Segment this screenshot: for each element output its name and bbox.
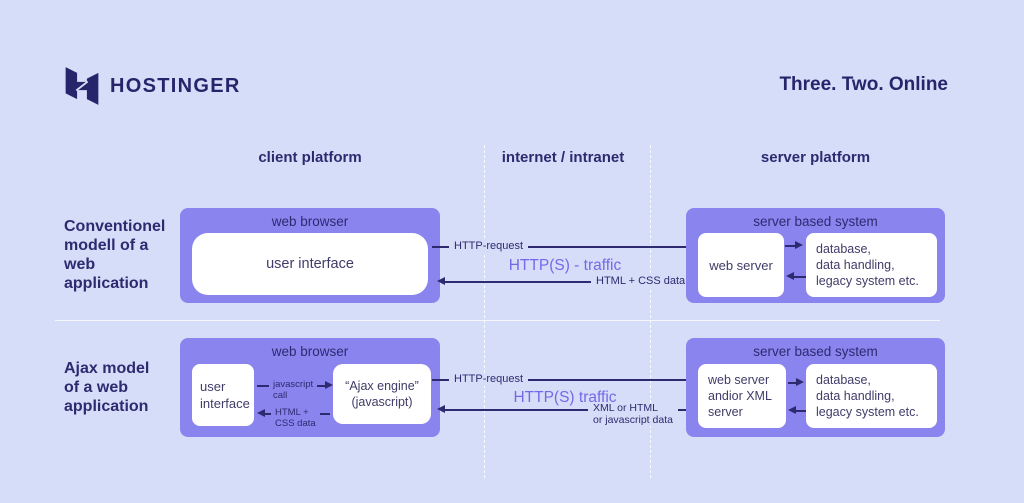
row2-http-request-arrow-line: [432, 379, 690, 381]
ajax-line: (javascript): [351, 395, 413, 409]
row1-label: Conventionel modell of a web application: [64, 217, 165, 293]
row1-server-right-arrowhead-icon: [795, 241, 803, 249]
database-line: database,: [816, 242, 871, 256]
database-line: data handling,: [816, 258, 895, 272]
row2-user-interface-box: user interface: [192, 364, 254, 426]
server-line: andior XML: [708, 389, 772, 403]
hostinger-logo-mark-icon: [65, 67, 99, 105]
logo-wordmark: HOSTINGER: [110, 74, 241, 97]
label-line: application: [64, 398, 149, 415]
row2-js-call-arrowhead-icon: [325, 381, 333, 389]
row2-response-label: XML or HTML or javascript data: [588, 402, 678, 426]
row1-response-label: HTML + CSS data: [591, 275, 691, 288]
row1-user-interface-box: user interface: [192, 233, 428, 295]
brand-tagline: Three. Two. Online: [779, 74, 948, 95]
label-line: Conventionel: [64, 218, 166, 235]
js-call-line: javascript: [273, 379, 314, 390]
row1-http-request-arrow-line: [432, 246, 690, 248]
panel-title: web browser: [271, 344, 349, 359]
row1-web-server-box: web server: [698, 233, 784, 297]
panel-title: web browser: [271, 214, 349, 229]
database-line: database,: [816, 373, 871, 387]
column-header-server: server platform: [760, 149, 871, 166]
row-divider: [55, 320, 940, 321]
row2-database-box: database, data handling, legacy system e…: [806, 364, 937, 428]
database-line: legacy system etc.: [816, 405, 919, 419]
database-line: legacy system etc.: [816, 274, 919, 288]
row2-server-right-arrowhead-icon: [796, 378, 804, 386]
ui-line: user: [200, 379, 226, 394]
row1-http-request-label: HTTP-request: [449, 240, 529, 253]
htmlcss-line: HTML +: [275, 407, 309, 418]
row1-server-system-panel: server based system web server database,…: [686, 208, 945, 303]
row2-server-return-arrow-line: [795, 410, 806, 412]
column-divider-right: [650, 145, 651, 478]
row2-ajax-engine-box: “Ajax engine” (javascript): [333, 364, 431, 424]
row1-server-return-arrow-line: [793, 276, 806, 278]
row1-database-box: database, data handling, legacy system e…: [806, 233, 937, 297]
row1-server-left-arrowhead-icon: [786, 272, 794, 280]
column-divider-left: [484, 145, 485, 478]
label-line: modell of a: [64, 237, 149, 254]
label-line: Ajax model: [64, 360, 150, 377]
label-line: application: [64, 275, 149, 292]
ui-line: interface: [200, 396, 250, 411]
column-header-internet: internet / intranet: [501, 149, 625, 166]
js-call-line: call: [273, 389, 288, 401]
row2-response-arrow-line: [444, 409, 698, 411]
column-header-client: client platform: [258, 149, 362, 166]
row2-https-traffic-label: HTTP(S) traffic: [513, 389, 617, 406]
label-line: of a web: [64, 379, 129, 396]
database-line: data handling,: [816, 389, 895, 403]
row2-left-arrowhead-icon: [437, 405, 445, 413]
server-line: server: [708, 405, 743, 419]
htmlcss-line: CSS data: [275, 417, 316, 429]
row2-server-left-arrowhead-icon: [788, 406, 796, 414]
row2-web-server-box: web server andior XML server: [698, 364, 786, 428]
ajax-line: “Ajax engine”: [345, 379, 419, 393]
row1-response-arrow-line: [444, 281, 698, 283]
row2-htmlcss-arrowhead-icon: [257, 409, 265, 417]
response-line: XML or HTML: [593, 402, 658, 414]
row2-server-system-panel: server based system web server andior XM…: [686, 338, 945, 437]
ajax-engine-text: “Ajax engine” (javascript): [345, 378, 419, 410]
row1-server-internal-arrow-line: [785, 245, 797, 247]
row1-web-browser-panel: web browser user interface: [180, 208, 440, 303]
server-line: web server: [708, 373, 770, 387]
panel-title: server based system: [753, 214, 878, 229]
row1-https-traffic-label: HTTP(S) - traffic: [508, 257, 622, 274]
row1-left-arrowhead-icon: [437, 277, 445, 285]
row2-http-request-label: HTTP-request: [449, 373, 529, 386]
row2-js-call-label: javascript call: [269, 379, 318, 401]
panel-title: server based system: [753, 344, 878, 359]
response-line: or javascript data: [593, 413, 673, 426]
row2-htmlcss-label: HTML + CSS data: [271, 407, 320, 429]
hostinger-logo: HOSTINGER: [64, 66, 241, 106]
row2-server-internal-arrow-line: [788, 382, 798, 384]
label-line: web: [64, 256, 96, 273]
row2-label: Ajax model of a web application: [64, 359, 149, 416]
